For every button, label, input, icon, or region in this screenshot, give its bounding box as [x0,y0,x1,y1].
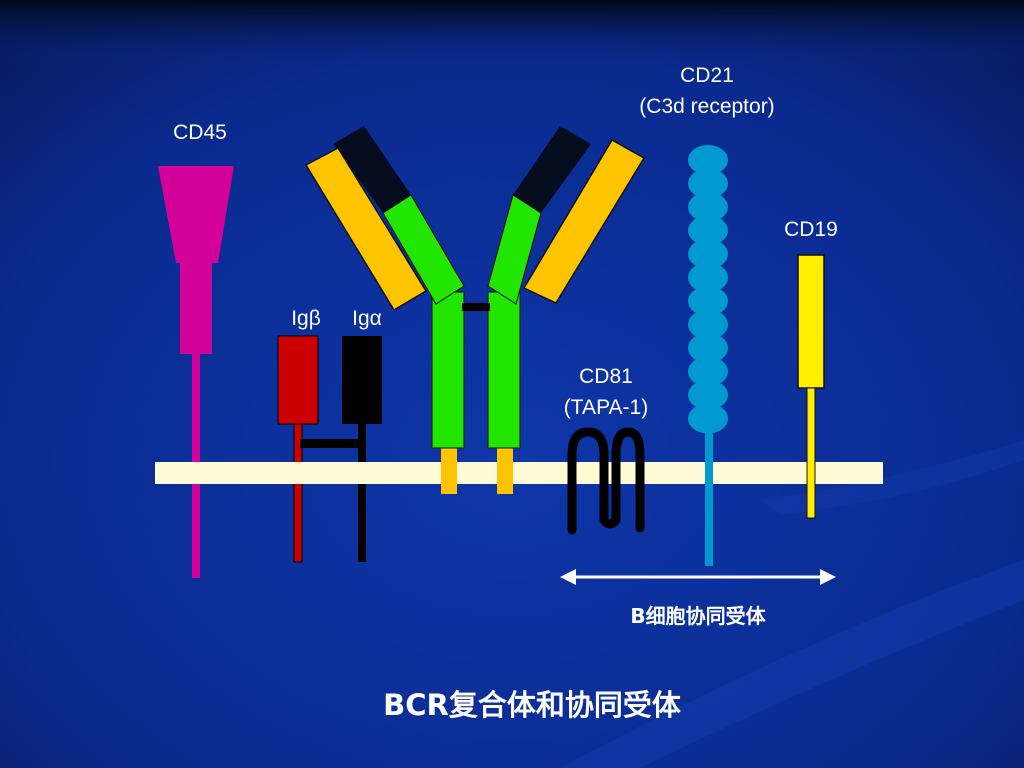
arrow-head-right [820,569,836,585]
cd19-tail [806,387,816,519]
cd21-scr-domain [688,380,728,410]
ig-beta-tail [293,423,303,563]
heavy-chain-right-arm [487,194,542,305]
background-swoosh [560,560,1024,768]
cd21-scr-domain [688,403,728,434]
ig-alpha-tail [358,424,366,562]
ig-alpha-molecule [342,336,382,562]
background-swoosh-2 [760,440,1024,515]
heavy-chain-left-stem [431,291,465,449]
cd21-scr-domain [688,333,728,363]
ig-alpha-label: Igα [352,307,382,330]
cd21-scr-domain [688,192,728,222]
variable-region-left [333,126,411,213]
cd45-label: CD45 [173,121,227,144]
cd21-label: CD21 [680,64,734,87]
ig-disulfide-bridge [300,439,360,448]
cd19-body [797,254,825,389]
coreceptor-label: B细胞协同受体 [630,604,766,628]
ig-beta-label: Igβ [291,307,321,330]
cd19-label: CD19 [784,218,838,241]
bcr-transmembrane-right [497,448,513,494]
light-chain-left [304,147,428,312]
cd21-sublabel: (C3d receptor) [639,95,774,118]
cd21-scr-domain [688,286,728,316]
bcr-immunoglobulin [304,126,646,494]
cd45-head [158,166,234,263]
cd21-scr-domain [688,262,728,293]
bcr-transmembrane-left [441,448,457,494]
variable-region-right [513,126,591,213]
coreceptor-arrow [560,569,836,585]
cd21-scr-domain [688,309,728,340]
background-top-shade [0,0,1024,70]
cell-membrane [155,462,883,484]
light-chain-right [522,138,646,304]
ig-beta-molecule [277,335,319,563]
cd45-body [180,262,212,354]
heavy-chain-right-stem [487,291,521,449]
slide-title: BCR复合体和协同受体 [383,688,682,722]
cd81-tetraspanin-loop [567,427,645,535]
cd19-molecule [797,254,825,519]
cd21-scr-domain [688,356,728,387]
cd81-sublabel: (TAPA-1) [564,396,648,419]
arrow-head-left [560,569,576,585]
cd21-molecule [688,145,728,566]
cd81-molecule [567,427,645,535]
cd21-scr-domain [688,239,728,269]
ig-alpha-body [342,336,382,424]
cd21-scr-domain [688,215,728,246]
heavy-chain-disulfide [462,303,490,311]
cd81-label: CD81 [579,365,633,388]
cd21-scr-domain [688,145,728,175]
cd21-tail [705,420,713,566]
ig-beta-body [277,335,319,425]
cd21-scr-domain [688,168,728,199]
